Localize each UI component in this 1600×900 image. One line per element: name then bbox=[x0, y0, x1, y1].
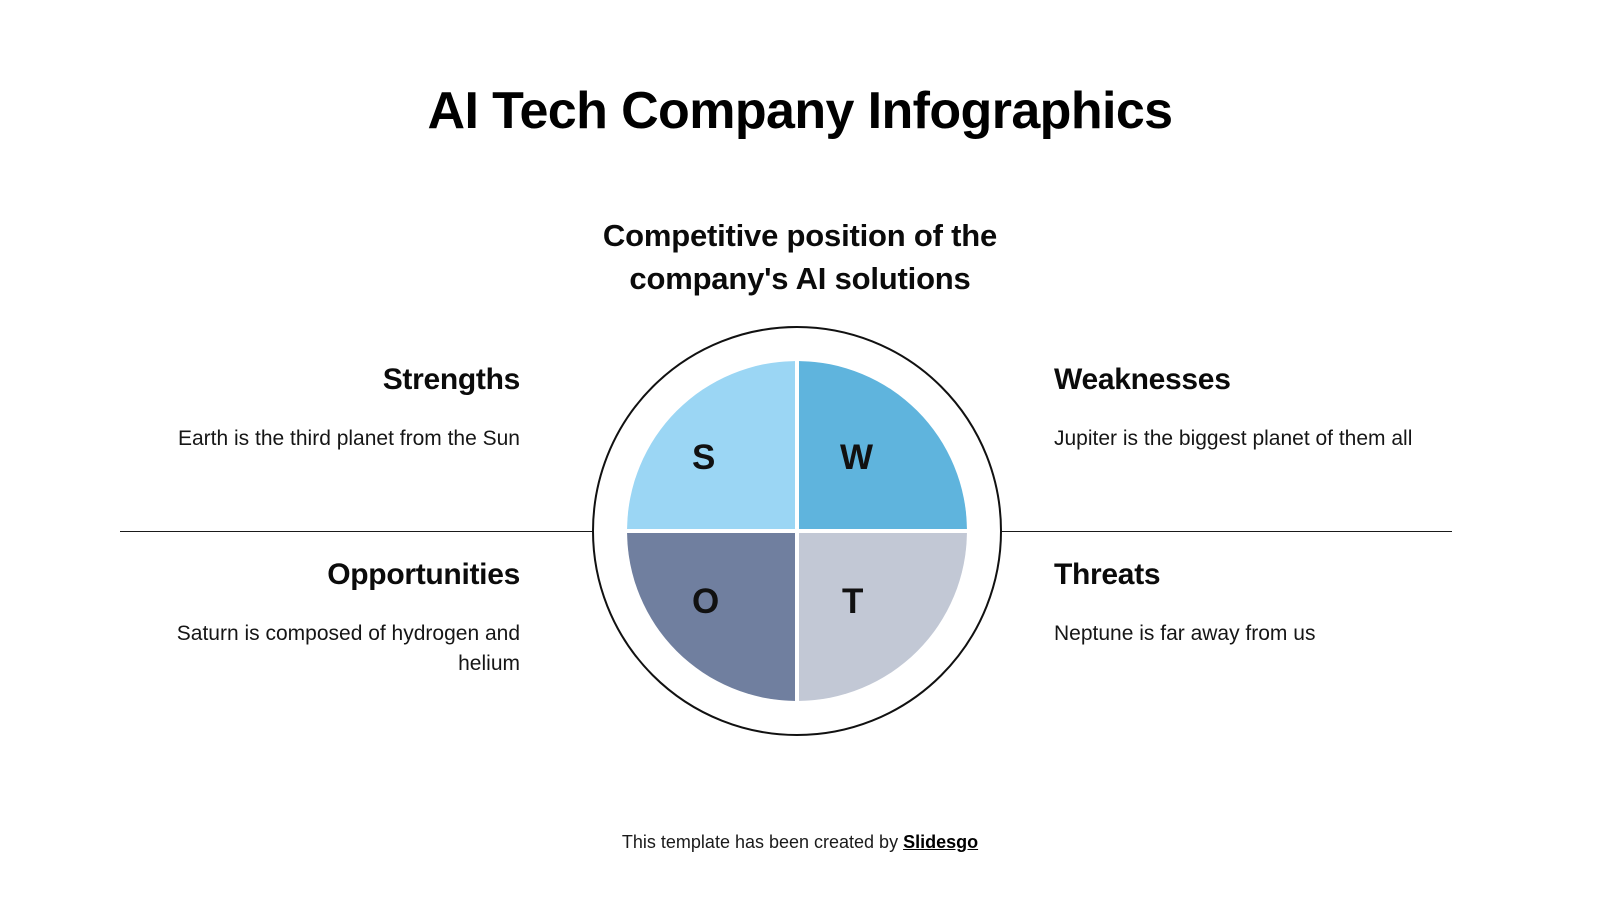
footer-credit-text: This template has been created by bbox=[621, 832, 904, 852]
wheel-quadrant-group bbox=[627, 361, 967, 701]
slidesgo-link[interactable]: Slidesgo bbox=[903, 832, 979, 852]
opportunities-heading: Opportunities bbox=[327, 558, 520, 591]
divider-line-left bbox=[120, 531, 592, 532]
swot-item-weaknesses: Weaknesses Jupiter is the biggest planet… bbox=[1054, 362, 1434, 454]
section-subtitle-line-2: company's AI solutions bbox=[629, 260, 971, 296]
wheel-outer-ring bbox=[592, 326, 1002, 736]
divider-line-right bbox=[1002, 531, 1452, 532]
opportunities-body: Saturn is composed of hydrogen and heliu… bbox=[176, 622, 520, 675]
weaknesses-body: Jupiter is the biggest planet of them al… bbox=[1054, 427, 1413, 450]
quadrant-letter-opportunities: O bbox=[692, 582, 720, 621]
strengths-body: Earth is the third planet from the Sun bbox=[177, 427, 520, 450]
swot-item-opportunities: Opportunities Saturn is composed of hydr… bbox=[140, 557, 521, 679]
quadrant-letter-strengths: S bbox=[692, 438, 716, 477]
section-subtitle-line-1: Competitive position of the bbox=[602, 218, 998, 253]
strengths-heading: Strengths bbox=[382, 363, 521, 396]
swot-wheel-diagram: S W O T bbox=[592, 326, 1002, 736]
page-title: AI Tech Company Infographics bbox=[427, 82, 1174, 140]
weaknesses-heading: Weaknesses bbox=[1054, 363, 1231, 396]
quadrant-letter-weaknesses: W bbox=[840, 438, 874, 477]
swot-item-threats: Threats Neptune is far away from us bbox=[1054, 557, 1434, 649]
quadrant-letter-threats: T bbox=[842, 582, 864, 621]
threats-body: Neptune is far away from us bbox=[1054, 622, 1316, 645]
swot-item-strengths: Strengths Earth is the third planet from… bbox=[160, 362, 520, 454]
threats-heading: Threats bbox=[1054, 558, 1161, 591]
section-subtitle: Competitive position of the company's AI… bbox=[500, 215, 1100, 301]
footer-credit: This template has been created by Slides… bbox=[0, 832, 1600, 853]
